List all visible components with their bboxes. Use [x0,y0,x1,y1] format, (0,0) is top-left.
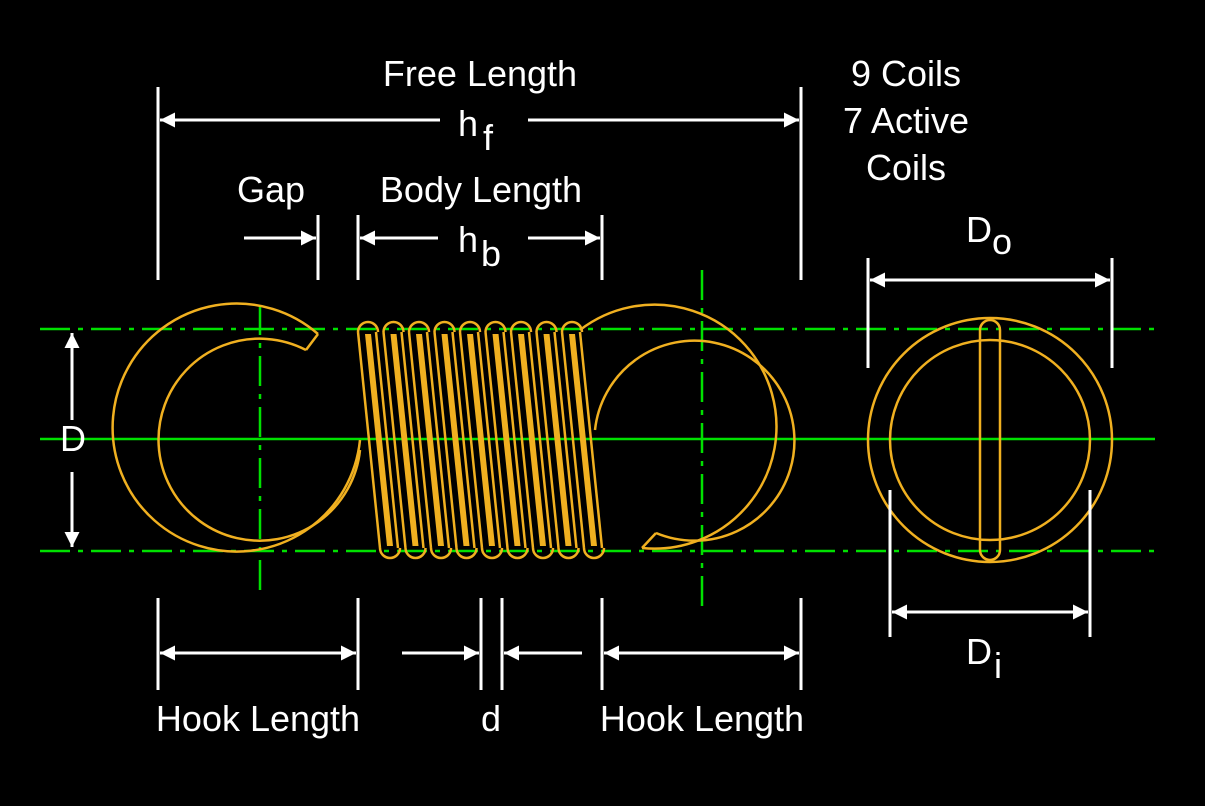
right-hook-outer [579,303,778,550]
coil-wire-edge [458,331,484,549]
coil-top-loop [458,320,482,333]
coil-wire-front [492,334,521,546]
hb-symbol: h [458,219,478,260]
coil-bottom-loop [404,547,427,560]
active-coils-label: 7 Active [843,100,969,141]
coil-top-loop [509,320,533,333]
centerlines [40,270,1155,612]
coil-wire-edge [382,331,407,549]
end-view-outer-circle [866,316,1114,564]
coil-wire-edge [527,331,553,549]
coil-bottom-loop [531,547,555,560]
di-subscript: i [994,645,1002,686]
end-view-hook-wire [978,318,1002,562]
coil-top-loop [356,320,380,333]
right-hook-length-label: Hook Length [600,698,804,739]
coil-wire-front [467,334,495,546]
coil-bottom-loop [429,547,453,560]
coil-wire-front [569,334,597,546]
coil-wire-edge [451,331,476,549]
coil-wire-edge [476,331,502,549]
coil-bottom-loop [557,547,580,560]
wire-d-label: d [481,698,501,739]
coil-wire-edge [407,331,433,549]
coil-wire-edge [433,331,458,549]
coil-bottoms [378,547,606,560]
coil-wire-edge [509,331,535,549]
hf-symbol: h [458,103,478,144]
hf-subscript: f [483,117,494,158]
coil-wire-edge [484,331,509,549]
coil-top-loop [382,320,405,333]
di-symbol: D [966,631,992,672]
left-hook-inner [157,337,362,542]
body-length-label: Body Length [380,169,582,210]
coil-wire-edge [553,331,578,549]
left-hook-end [305,333,319,351]
coil-bottom-loop [455,547,478,560]
coil-wire-front [518,334,546,546]
hb-subscript: b [481,233,501,274]
coil-wire-front [543,334,572,546]
coil-top-loop [407,320,431,333]
coil-wire-edge [374,331,400,549]
gap-label: Gap [237,169,305,210]
coil-tops [356,320,584,333]
coil-wire-front [365,334,393,546]
coil-bottom-loop [378,547,402,560]
do-symbol: D [966,209,992,250]
coil-bottom-loop [506,547,529,560]
free-length-label: Free Length [383,53,577,94]
right-hook-end [641,532,657,549]
coil-wire-front [390,334,419,546]
coil-wire-edge [356,331,382,549]
coil-bottom-loop [582,547,606,560]
coil-top-loop [560,320,584,333]
coil-wire-edge [502,331,527,549]
coil-wire-front [416,334,444,546]
labels: Free Length h f 9 Coils 7 Active Coils G… [60,53,1012,739]
right-hook-inner [593,339,796,542]
coil-wire-front [441,334,470,546]
diameter-label: D [60,418,86,459]
end-view-inner-circle [888,338,1092,542]
coil-wire-edge [578,331,604,549]
coil-wire-edge [425,331,451,549]
active-coils-label-line2: Coils [866,147,946,188]
coil-bottom-loop [480,547,504,560]
left-hook-length-label: Hook Length [156,698,360,739]
coil-top-loop [433,320,456,333]
coil-wire-edge [400,331,425,549]
coil-wire-edge [535,331,560,549]
dimensions [64,87,1114,690]
coil-wires [356,331,604,549]
coils-count-label: 9 Coils [851,53,961,94]
do-subscript: o [992,221,1012,262]
coil-wire-edge [560,331,586,549]
coil-top-loop [535,320,558,333]
spring [111,302,1114,564]
coil-top-loop [484,320,507,333]
